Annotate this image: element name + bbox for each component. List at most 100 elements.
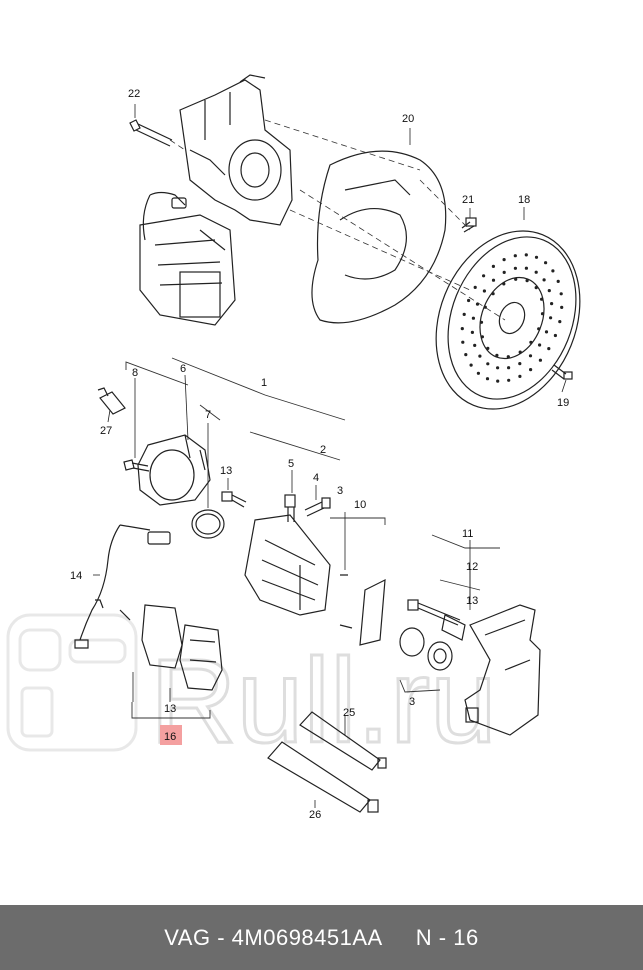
disc-hole (491, 292, 495, 296)
guide-pin-10 (339, 574, 386, 646)
disc-hole (529, 340, 533, 344)
part-16-highlight (160, 725, 182, 745)
label-14: 14 (70, 570, 82, 582)
label-25: 25 (343, 707, 355, 719)
disc-hole (495, 353, 499, 357)
disc-hole (473, 285, 477, 289)
caliper-carrier-11 (464, 604, 541, 736)
footer-position-prefix: N - (415, 924, 454, 950)
bolt-22 (129, 119, 173, 147)
bolt-8 (123, 459, 150, 472)
disc-hole (496, 366, 500, 370)
disc-hole (470, 330, 474, 334)
footer-separator: - (210, 924, 232, 950)
label-13b: 13 (466, 595, 478, 607)
disc-hole (479, 320, 484, 324)
speed-sensor (142, 191, 187, 241)
label-21: 21 (462, 194, 474, 206)
disc-hole (525, 279, 529, 283)
part-5-nipple (284, 494, 296, 522)
bolt-13 (221, 491, 247, 508)
label-4: 4 (313, 472, 319, 484)
disc-hole (540, 297, 544, 301)
disc-hole (473, 343, 477, 347)
disc-hole (538, 343, 542, 347)
label-5: 5 (288, 458, 294, 470)
disc-hole (560, 305, 564, 309)
disc-hole (538, 358, 543, 362)
disc-hole (513, 266, 518, 270)
watermark-logo-icon (20, 686, 54, 738)
watermark (6, 613, 138, 752)
watermark-text: Rull.ru (150, 634, 497, 768)
disc-hole (471, 316, 475, 320)
bolt-21 (461, 217, 477, 233)
disc-hole (518, 374, 522, 378)
disc-hole (460, 327, 464, 331)
brake-shield (311, 150, 447, 324)
disc-hole (542, 278, 546, 282)
seal-ring-7 (191, 509, 225, 539)
label-2: 2 (320, 444, 326, 456)
bushing-13 (441, 614, 466, 641)
label-3b: 3 (409, 696, 415, 708)
part-27-plug (97, 387, 126, 415)
disc-hole (478, 354, 482, 358)
disc-hole (502, 270, 506, 274)
disc-hole (491, 278, 496, 282)
label-6: 6 (180, 363, 186, 375)
disc-hole (462, 312, 466, 316)
disc-hole (559, 292, 563, 296)
disc-hole (485, 377, 490, 381)
alignment-lines (169, 119, 506, 321)
label-12: 12 (466, 561, 478, 573)
disc-hole (491, 264, 495, 268)
group-brackets (125, 357, 500, 719)
disc-hole (553, 333, 558, 338)
brake-pads (141, 604, 223, 691)
disc-hole (506, 355, 510, 359)
disc-hole (524, 253, 528, 257)
label-1: 1 (261, 377, 267, 389)
brake-caliper-top (139, 214, 236, 326)
disc-hole (476, 371, 480, 375)
grease-tube-25 (299, 711, 387, 771)
label-16: 16 (164, 731, 176, 743)
label-26: 26 (309, 809, 321, 821)
disc-hole (480, 335, 484, 339)
guide-bolt-12 (407, 599, 461, 626)
bolt-19 (551, 364, 573, 380)
disc-hole (464, 353, 468, 357)
seal-3 (399, 627, 453, 671)
label-20: 20 (402, 113, 414, 125)
disc-hole (482, 274, 486, 278)
label-10: 10 (354, 499, 366, 511)
footer-gap (383, 925, 416, 951)
label-7: 7 (205, 409, 211, 421)
disc-hole (544, 261, 548, 265)
label-19: 19 (557, 397, 569, 409)
disc-hole (549, 316, 553, 320)
disc-hole (482, 289, 486, 293)
disc-hole (469, 363, 473, 367)
disc-hole (529, 368, 533, 372)
disc-hole (513, 254, 517, 258)
disc-hole (556, 279, 560, 283)
disc-hole (547, 289, 551, 293)
label-18: 18 (518, 194, 530, 206)
disc-hole (486, 346, 490, 350)
disc-hole (514, 277, 518, 281)
parts-diagram: Rull.ru (6, 74, 581, 821)
disc-hole (496, 379, 500, 383)
label-8: 8 (132, 367, 138, 379)
disc-hole (502, 258, 506, 262)
disc-hole (528, 354, 533, 358)
label-13a: 13 (220, 465, 232, 477)
disc-hole (486, 362, 490, 366)
grease-tube-26 (267, 741, 379, 813)
label-22: 22 (128, 88, 140, 100)
disc-hole (540, 312, 545, 316)
disc-hole (507, 378, 511, 382)
disc-hole (518, 350, 522, 354)
disc-hole (537, 327, 541, 331)
